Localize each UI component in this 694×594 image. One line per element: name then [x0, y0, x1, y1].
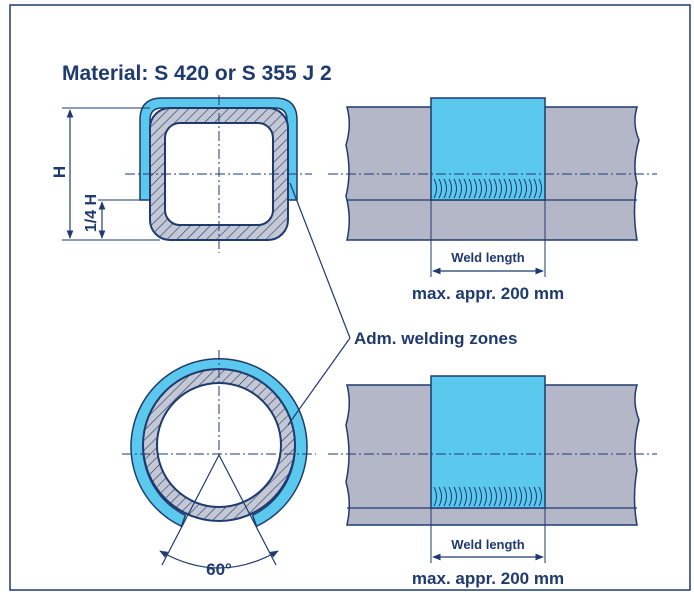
weld-ripple	[438, 486, 442, 507]
angle-label: 60°	[206, 560, 232, 579]
weld-ripple	[538, 178, 542, 199]
weld-ripple	[443, 486, 447, 507]
weld-ripple	[473, 486, 477, 507]
weld-ripple	[518, 486, 522, 507]
weld-ripple	[488, 486, 492, 507]
weld-ripple	[533, 486, 537, 507]
weld-ripple	[493, 178, 497, 199]
weld-ripple	[498, 486, 502, 507]
weld-ripple	[443, 178, 447, 199]
angle-arc	[159, 550, 279, 569]
round-tube-section: 60°	[122, 350, 316, 579]
weld-ripple	[458, 486, 462, 507]
top-weld-length-label: Weld length	[451, 250, 524, 265]
weld-ripple	[538, 486, 542, 507]
bottom-side-view: Weld length max. appr. 200 mm	[328, 375, 657, 588]
weld-ripple	[503, 486, 507, 507]
outer-frame	[9, 4, 691, 591]
weld-ripple	[438, 178, 442, 199]
top-weld-zone	[430, 97, 546, 201]
weld-ripple	[513, 178, 517, 199]
callout-leader-bottom	[287, 337, 351, 426]
square-tube-section	[125, 95, 312, 253]
weld-ripple	[523, 486, 527, 507]
weld-ripple	[473, 178, 477, 199]
weld-ripple	[453, 486, 457, 507]
weld-ripple	[508, 486, 512, 507]
quarter-h-label: 1/4 H	[83, 194, 100, 232]
weld-ripple	[488, 178, 492, 199]
welding-zones-callout: Adm. welding zones	[287, 182, 517, 426]
top-side-view: Weld length max. appr. 200 mm	[328, 97, 657, 303]
weld-ripple	[448, 486, 452, 507]
weld-ripple	[448, 178, 452, 199]
weld-ripple	[498, 178, 502, 199]
weld-ripple	[433, 486, 437, 507]
h-label: H	[50, 166, 69, 178]
bottom-max-length-label: max. appr. 200 mm	[412, 569, 564, 588]
weld-ripple	[508, 178, 512, 199]
weld-ripple	[533, 178, 537, 199]
weld-ripple	[483, 178, 487, 199]
angle-leg-right	[218, 454, 277, 566]
weld-ripple	[458, 178, 462, 199]
callout-leader-top	[289, 182, 351, 339]
weld-ripple	[493, 486, 497, 507]
weld-ripple	[478, 178, 482, 199]
weld-ripple	[528, 178, 532, 199]
weld-ripple	[463, 486, 467, 507]
material-title: Material: S 420 or S 355 J 2	[62, 62, 332, 85]
weld-ripple	[483, 486, 487, 507]
dimension-h: H	[50, 107, 160, 241]
weld-ripple	[468, 178, 472, 199]
weld-ripple	[503, 178, 507, 199]
weld-ripple	[513, 486, 517, 507]
top-weld-bead	[433, 178, 542, 199]
weld-ripple	[478, 486, 482, 507]
bottom-weld-zone	[430, 375, 546, 509]
top-max-length-label: max. appr. 200 mm	[412, 284, 564, 303]
weld-ripple	[518, 178, 522, 199]
angle-leg-left	[161, 454, 220, 566]
dimension-quarter-h: 1/4 H	[83, 194, 150, 239]
weld-ripple	[468, 486, 472, 507]
weld-ripple	[453, 178, 457, 199]
bottom-weld-length-label: Weld length	[451, 537, 524, 552]
weld-ripple	[433, 178, 437, 199]
welding-zones-label: Adm. welding zones	[354, 329, 517, 348]
bottom-weld-bead	[433, 486, 542, 507]
weld-ripple	[523, 178, 527, 199]
weld-ripple	[463, 178, 467, 199]
weld-ripple	[528, 486, 532, 507]
